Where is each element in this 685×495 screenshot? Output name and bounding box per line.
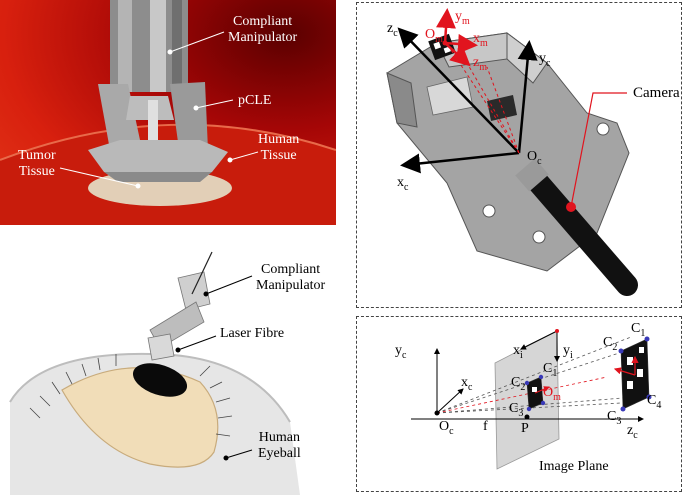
label-yc-proj: yc bbox=[395, 343, 407, 361]
label-f: f bbox=[483, 419, 488, 434]
panel-eyeball-scene: Compliant Manipulator Laser Fibre Human … bbox=[0, 242, 336, 495]
label-c4-space: C4 bbox=[647, 393, 662, 411]
label-c2-space: C2 bbox=[603, 335, 618, 353]
camera-bracket-illustration bbox=[386, 32, 638, 296]
label-c2-image: C2 bbox=[511, 375, 526, 393]
label-zc: zc bbox=[387, 21, 398, 39]
panel-projection-diagram: yc xc Oc zc f P xi yi C1 C2 C3 C4 C1 C2 … bbox=[356, 316, 682, 492]
label-yi: yi bbox=[563, 343, 573, 361]
label-compliant-manipulator-eye: Compliant Manipulator bbox=[256, 262, 326, 293]
label-xc-proj: xc bbox=[461, 375, 473, 393]
label-c3-image: C3 bbox=[509, 401, 524, 419]
label-compliant-manipulator: Compliant Manipulator bbox=[228, 14, 298, 45]
camera-frame-axes bbox=[397, 8, 627, 212]
label-yc: yc bbox=[539, 51, 551, 69]
label-p: P bbox=[521, 421, 529, 436]
label-om-proj: Om bbox=[543, 385, 561, 403]
label-xc: xc bbox=[397, 175, 409, 193]
pcle-scene-illustration bbox=[0, 0, 336, 225]
label-c1-image: C1 bbox=[543, 361, 558, 379]
label-zm: zm bbox=[473, 55, 487, 73]
label-human-eyeball: Human Eyeball bbox=[258, 430, 301, 461]
label-xi: xi bbox=[513, 343, 523, 361]
label-camera: Camera bbox=[633, 85, 680, 101]
panel-camera-frames: Camera zc yc xc Oc ym xm zm Om bbox=[356, 2, 682, 308]
label-om: Om bbox=[425, 27, 443, 45]
label-image-plane: Image Plane bbox=[539, 459, 609, 474]
label-oc: Oc bbox=[527, 149, 542, 167]
label-laser-fibre: Laser Fibre bbox=[220, 326, 285, 341]
label-human-tissue: Human Tissue bbox=[258, 132, 300, 163]
label-ym: ym bbox=[455, 9, 470, 27]
label-pcle: pCLE bbox=[238, 93, 272, 108]
eyeball-leader-lines bbox=[175, 275, 253, 461]
label-c1-space: C1 bbox=[631, 321, 646, 339]
label-xm: xm bbox=[473, 31, 488, 49]
label-c3-space: C3 bbox=[607, 409, 622, 427]
label-tumor-tissue: Tumor Tissue bbox=[18, 148, 56, 179]
label-zc-proj: zc bbox=[627, 423, 638, 441]
panel-pcle-scene: Compliant Manipulator pCLE Human Tissue … bbox=[0, 0, 336, 225]
pcle-leader-lines bbox=[59, 31, 259, 189]
projection-diagram bbox=[411, 329, 652, 470]
label-oc-proj: Oc bbox=[439, 419, 454, 437]
